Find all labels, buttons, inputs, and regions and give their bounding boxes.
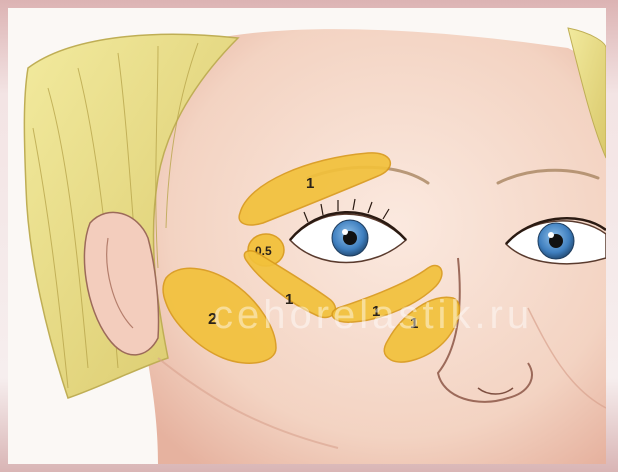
zone-brow-label: 1 bbox=[306, 175, 314, 192]
face-illustration: 1 0.5 1 1 1 2 cehor bbox=[8, 8, 606, 464]
illustration-canvas: 1 0.5 1 1 1 2 cehor bbox=[8, 8, 606, 464]
watermark: cehorelastik.ru bbox=[213, 293, 533, 337]
